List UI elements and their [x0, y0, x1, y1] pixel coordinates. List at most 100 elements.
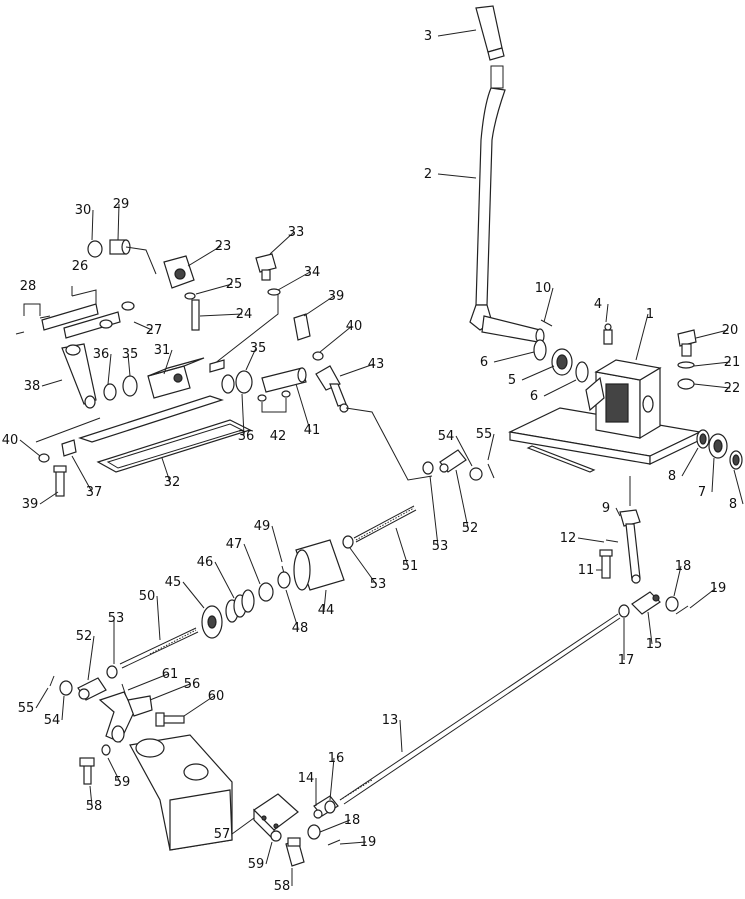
collar-36b [103, 383, 117, 401]
callout-label-32: 32 [164, 475, 181, 490]
grease-fitting-4 [603, 323, 613, 345]
pin-61 [121, 683, 127, 697]
washer-47 [258, 582, 274, 602]
bolt-60 [155, 712, 185, 727]
callout-label-56: 56 [184, 677, 201, 692]
callout-label-28: 28 [20, 279, 37, 294]
callout-label-4: 4 [594, 297, 602, 312]
callout-label-39: 39 [328, 289, 345, 304]
knob-part [475, 5, 505, 61]
leader-line-52 [455, 469, 469, 529]
cylinder-44 [293, 539, 345, 591]
callout-label-29: 29 [113, 197, 130, 212]
collar-36a [221, 374, 235, 394]
pin-27b [121, 301, 135, 311]
callout-label-35: 35 [122, 347, 139, 362]
leader-line-5 [521, 365, 555, 381]
callout-label-34: 34 [304, 265, 321, 280]
callout-label-45: 45 [165, 575, 182, 590]
shaft-41 [261, 367, 307, 393]
collar-8a [696, 429, 710, 449]
leader-line-48 [285, 589, 299, 629]
callout-label-13: 13 [382, 713, 399, 728]
callout-label-50: 50 [139, 589, 156, 604]
leader-line-54 [61, 695, 65, 721]
leader-line-13 [399, 719, 403, 753]
leader-line-50 [156, 595, 161, 641]
lever-thread-part [490, 65, 504, 89]
leader-line-36 [107, 353, 112, 385]
leader-line-54 [455, 435, 473, 467]
leader-line-45 [182, 581, 205, 609]
leader-line-32 [161, 457, 171, 483]
leader-line-59 [107, 757, 121, 783]
fitting-37 [61, 439, 77, 457]
leader-line-23 [187, 245, 222, 267]
callout-label-48: 48 [292, 621, 309, 636]
leader-line-40 [19, 439, 41, 457]
callout-label-26: 26 [72, 259, 89, 274]
washer-22 [677, 378, 695, 390]
callout-label-52: 52 [76, 629, 93, 644]
bolt-39a [293, 313, 311, 341]
callout-label-51: 51 [402, 559, 419, 574]
leader-line-10 [543, 287, 554, 323]
rod-51 [353, 505, 417, 543]
callout-label-61: 61 [162, 667, 179, 682]
callout-label-7: 7 [698, 485, 706, 500]
pin-28a [15, 331, 25, 335]
rod-50 [119, 627, 199, 669]
leader-line-2 [437, 173, 477, 179]
leader-line-34 [277, 271, 311, 291]
callout-label-11: 11 [578, 563, 595, 578]
leader-line-61 [127, 673, 169, 691]
nut-48 [277, 571, 291, 589]
washer-34 [267, 288, 281, 296]
bushing-35a [235, 370, 253, 394]
nut-54b [59, 680, 73, 696]
pin-42b [281, 390, 291, 398]
leader-line-35 [245, 347, 257, 371]
pin-19b [327, 839, 341, 846]
leader-line-49 [271, 525, 283, 563]
leader-line-55 [35, 687, 49, 709]
callout-label-55: 55 [476, 427, 493, 442]
bracket-57 [253, 793, 299, 842]
callout-labels: 1234566788910111213141516171818191920212… [2, 29, 741, 894]
leader-line-19 [689, 587, 717, 609]
callout-label-18: 18 [675, 559, 692, 574]
leader-line-52 [87, 635, 95, 681]
leader-line-1 [635, 313, 649, 361]
callout-label-58: 58 [274, 879, 291, 894]
callout-label-31: 31 [154, 343, 171, 358]
leader-line-8 [733, 469, 744, 505]
leader-line-33 [269, 231, 295, 255]
leader-line-22 [693, 383, 731, 389]
callout-label-46: 46 [197, 555, 214, 570]
leader-line-35 [127, 353, 131, 377]
spring-46 [225, 589, 255, 623]
leader-line-19 [339, 841, 367, 845]
leader-line-25 [195, 283, 233, 295]
leader-line-9 [615, 507, 621, 517]
lever-38 [61, 343, 97, 409]
callout-label-37: 37 [86, 485, 103, 500]
lever-43 [315, 365, 349, 413]
collar-30 [87, 240, 103, 258]
callout-label-55: 55 [18, 701, 35, 716]
callout-label-60: 60 [208, 689, 225, 704]
callout-label-42: 42 [270, 429, 287, 444]
bolt-58b [285, 837, 305, 867]
callout-label-23: 23 [215, 239, 232, 254]
callout-label-19: 19 [360, 835, 377, 850]
callout-label-17: 17 [618, 653, 635, 668]
block-31 [147, 357, 205, 399]
callout-label-49: 49 [254, 519, 271, 534]
callout-label-53: 53 [432, 539, 449, 554]
leader-line-16 [329, 757, 335, 801]
callout-label-40: 40 [346, 319, 363, 334]
callout-label-53: 53 [370, 577, 387, 592]
callout-label-9: 9 [602, 501, 610, 516]
